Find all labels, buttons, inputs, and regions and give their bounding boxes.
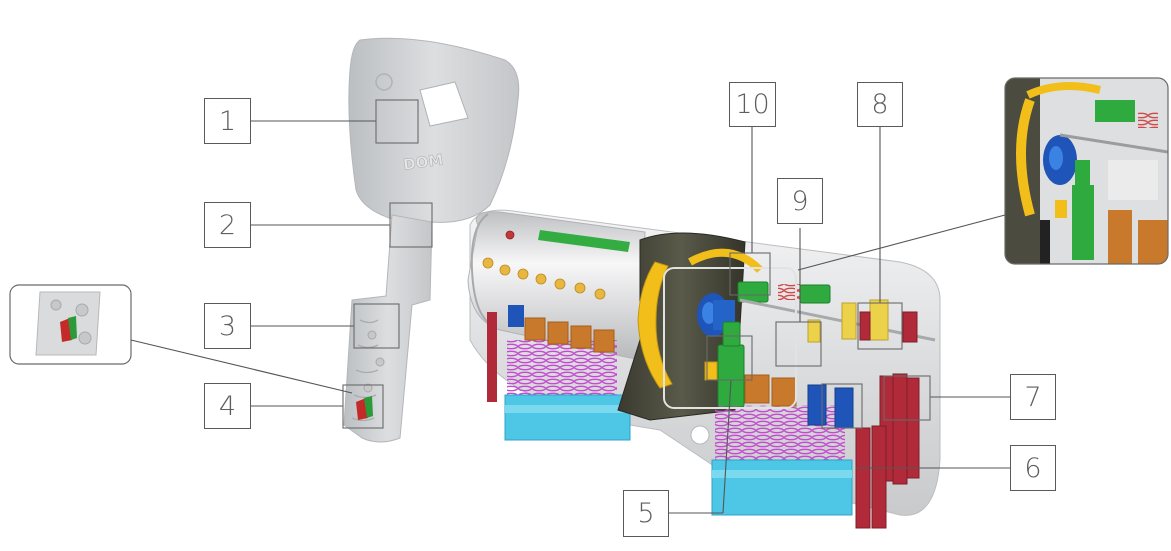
key-dimple	[363, 383, 373, 393]
key-dimple	[367, 330, 377, 340]
callout-9: 9	[777, 178, 823, 224]
rod-spring	[778, 284, 800, 300]
key-bow-hole	[419, 81, 469, 127]
leader-inset-right	[797, 214, 1006, 271]
key-dimple	[375, 357, 385, 367]
callout-5: 5	[623, 490, 669, 537]
marker-7	[883, 375, 931, 421]
lock-cylinder	[467, 209, 941, 529]
leader-inset-left	[130, 339, 353, 394]
callout-7: 7	[1010, 374, 1056, 420]
marker-3	[353, 303, 400, 349]
housing-hole	[690, 425, 710, 445]
right-red-pins	[855, 311, 920, 529]
callout-6: 6	[1010, 445, 1056, 491]
green-magnet-pins	[704, 281, 831, 408]
yellow-pins	[807, 299, 889, 343]
plug-green-rail	[538, 230, 630, 252]
coupling-ring	[637, 261, 673, 389]
marker-1	[375, 99, 419, 144]
callout-10: 10	[729, 82, 776, 127]
lower-pin-stack	[711, 374, 854, 516]
cylinder-face-front	[470, 213, 493, 326]
key-magnet-element	[364, 396, 373, 418]
callout-2: 2	[204, 202, 251, 248]
marker-2	[389, 202, 433, 248]
marker-10	[729, 252, 771, 296]
callout-1: 1	[204, 98, 251, 144]
leader-lines	[130, 99, 1010, 514]
marker-8	[857, 302, 903, 350]
marker-9	[775, 321, 822, 367]
callout-8: 8	[857, 82, 903, 127]
marker-5	[706, 335, 753, 381]
marker-6	[821, 383, 863, 429]
inset-key-tip	[9, 284, 132, 365]
left-pin-stack	[487, 305, 631, 441]
key-bow	[348, 37, 520, 223]
callout-3: 3	[204, 303, 251, 349]
key-logo-dot	[375, 73, 393, 91]
inset-magnet-detail	[1004, 77, 1169, 265]
plug-pin-holes	[482, 230, 606, 300]
coupling-ring-arc	[688, 248, 763, 273]
marker-4	[342, 384, 384, 429]
callout-4: 4	[204, 383, 251, 429]
